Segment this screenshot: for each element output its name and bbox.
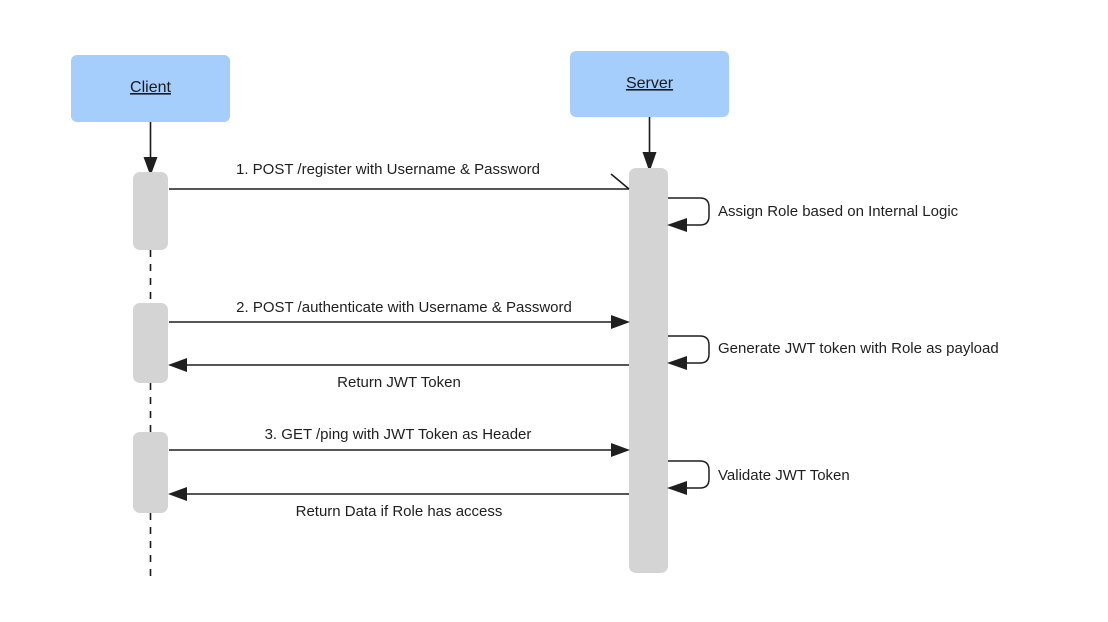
- participant-server-label: Server: [626, 75, 674, 92]
- participant-client-label: Client: [130, 79, 171, 96]
- server-activation-bar: [629, 168, 668, 573]
- message-2-label: 2. POST /authenticate with Username & Pa…: [236, 299, 572, 316]
- server-head-arrow-icon: [642, 152, 657, 172]
- message-2-group: 2. POST /authenticate with Username & Pa…: [169, 299, 630, 329]
- message-4-label: 3. GET /ping with JWT Token as Header: [265, 426, 532, 443]
- self-message-2-arrowhead-icon: [667, 356, 687, 370]
- client-activation-bar-1: [133, 172, 168, 250]
- server-head-connector: [642, 117, 657, 172]
- self-message-1-label: Assign Role based on Internal Logic: [718, 203, 959, 220]
- message-4-group: 3. GET /ping with JWT Token as Header: [169, 426, 630, 457]
- self-message-1-arrowhead-icon: [667, 218, 687, 232]
- message-3-label: Return JWT Token: [337, 374, 461, 391]
- client-head-connector: [143, 122, 158, 176]
- self-message-3-group: Validate JWT Token: [667, 460, 850, 495]
- self-message-3-loop: [668, 460, 710, 489]
- self-message-1-loop: [668, 197, 710, 226]
- participant-server[interactable]: Server: [570, 51, 729, 117]
- self-message-2-label: Generate JWT token with Role as payload: [718, 340, 999, 357]
- message-3-group: Return JWT Token: [168, 358, 629, 391]
- client-head-arrow-icon: [143, 157, 158, 176]
- message-1-arrowhead-icon: [610, 173, 630, 190]
- message-4-arrowhead-icon: [611, 443, 630, 457]
- self-message-1-group: Assign Role based on Internal Logic: [667, 197, 959, 232]
- self-message-2-group: Generate JWT token with Role as payload: [667, 335, 999, 370]
- participant-client-box[interactable]: [71, 55, 230, 122]
- message-2-arrowhead-icon: [611, 315, 630, 329]
- message-5-group: Return Data if Role has access: [168, 487, 629, 520]
- message-3-arrowhead-icon: [168, 358, 187, 372]
- participant-client[interactable]: Client: [71, 55, 230, 122]
- self-message-3-arrowhead-icon: [667, 481, 687, 495]
- message-5-arrowhead-icon: [168, 487, 187, 501]
- message-1-group: 1. POST /register with Username & Passwo…: [169, 161, 630, 190]
- client-activation-bar-3: [133, 432, 168, 513]
- message-5-label: Return Data if Role has access: [296, 503, 503, 520]
- participant-server-box[interactable]: [570, 51, 729, 117]
- client-activation-bar-2: [133, 303, 168, 383]
- self-message-2-loop: [668, 335, 710, 364]
- self-message-3-label: Validate JWT Token: [718, 467, 850, 484]
- message-1-label: 1. POST /register with Username & Passwo…: [236, 161, 540, 178]
